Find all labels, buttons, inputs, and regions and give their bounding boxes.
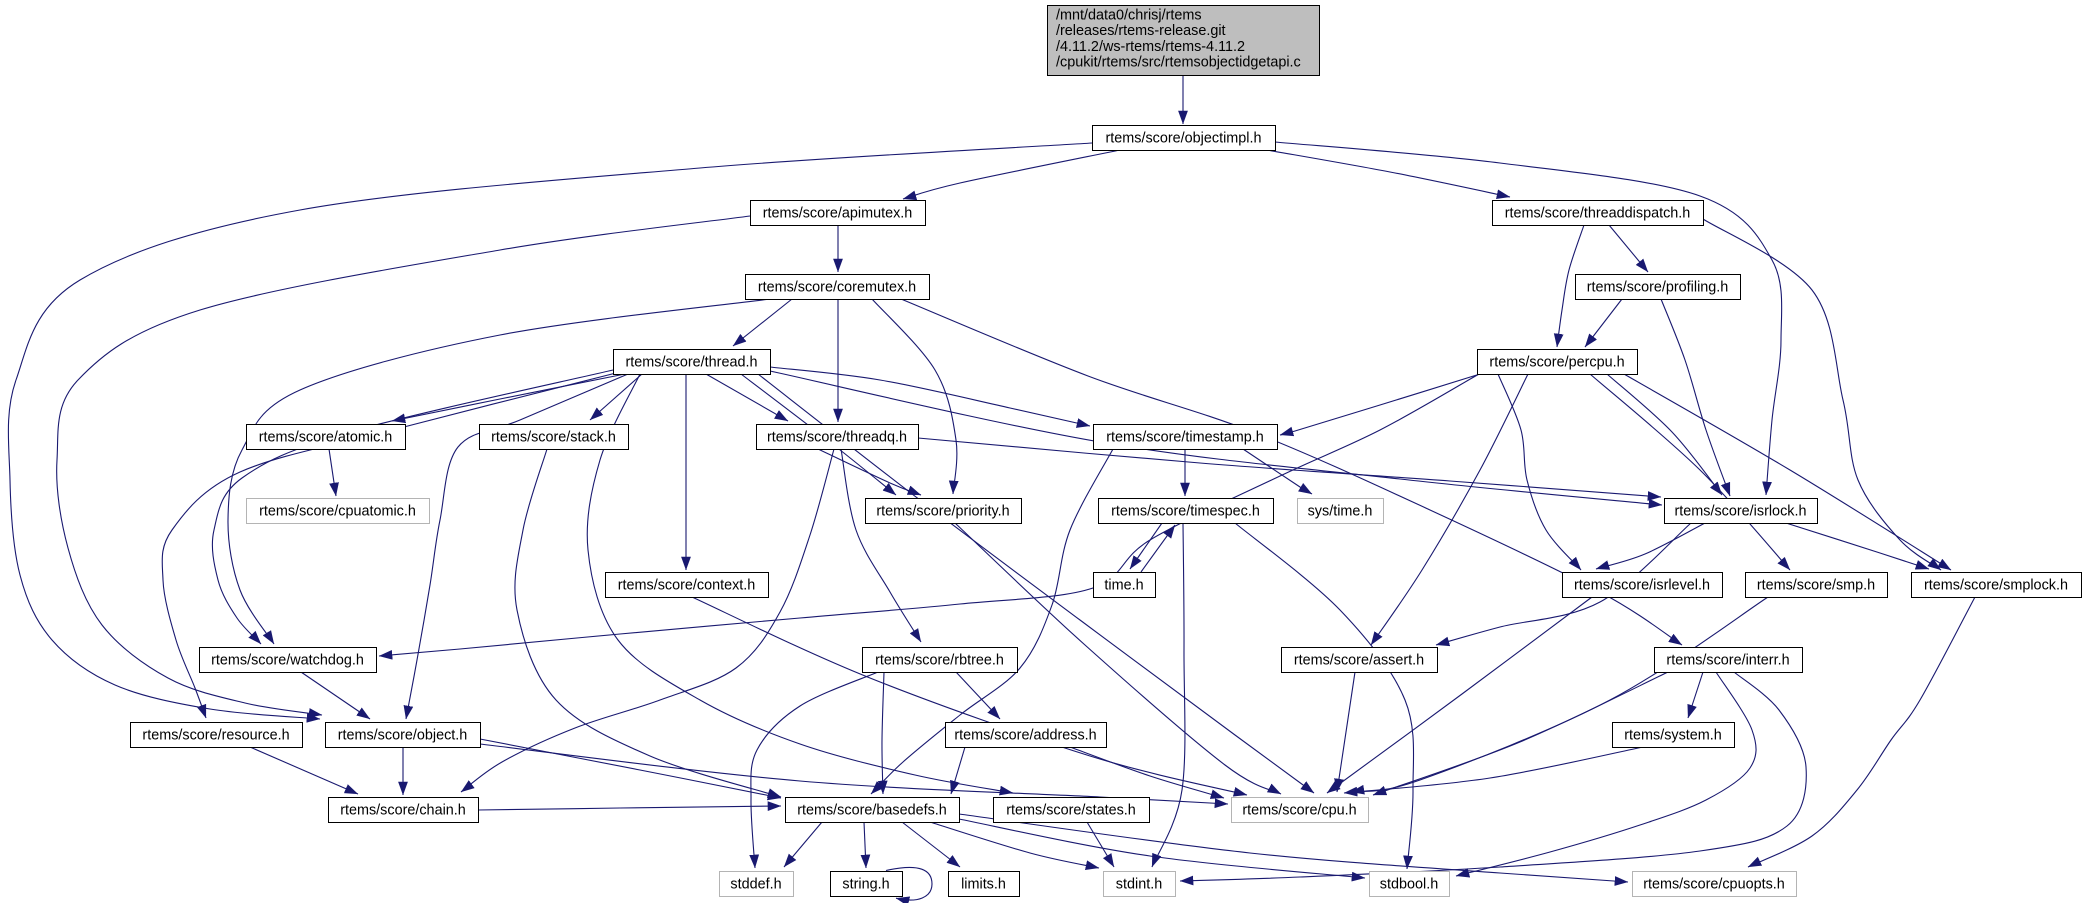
svg-text:rtems/score/profiling.h: rtems/score/profiling.h xyxy=(1587,280,1729,296)
svg-text:rtems/score/smplock.h: rtems/score/smplock.h xyxy=(1924,578,2068,594)
svg-text:rtems/score/address.h: rtems/score/address.h xyxy=(954,728,1096,744)
svg-text:rtems/score/percpu.h: rtems/score/percpu.h xyxy=(1489,355,1624,371)
svg-text:rtems/score/cpu.h: rtems/score/cpu.h xyxy=(1242,803,1356,819)
svg-text:rtems/score/object.h: rtems/score/object.h xyxy=(338,728,468,744)
svg-text:/releases/rtems-release.git: /releases/rtems-release.git xyxy=(1056,23,1226,39)
svg-text:/mnt/data0/chrisj/rtems: /mnt/data0/chrisj/rtems xyxy=(1056,8,1202,24)
svg-text:rtems/score/chain.h: rtems/score/chain.h xyxy=(340,803,466,819)
svg-text:rtems/score/coremutex.h: rtems/score/coremutex.h xyxy=(758,280,916,296)
svg-text:rtems/score/priority.h: rtems/score/priority.h xyxy=(876,504,1009,520)
svg-text:rtems/score/states.h: rtems/score/states.h xyxy=(1006,803,1136,819)
svg-text:stdint.h: stdint.h xyxy=(1116,877,1162,893)
svg-text:rtems/score/cpuopts.h: rtems/score/cpuopts.h xyxy=(1643,877,1785,893)
svg-text:rtems/score/thread.h: rtems/score/thread.h xyxy=(626,355,758,371)
svg-text:rtems/score/interr.h: rtems/score/interr.h xyxy=(1666,653,1789,669)
svg-text:limits.h: limits.h xyxy=(961,877,1006,893)
svg-text:rtems/score/smp.h: rtems/score/smp.h xyxy=(1757,578,1875,594)
svg-text:/4.11.2/ws-rtems/rtems-4.11.2: /4.11.2/ws-rtems/rtems-4.11.2 xyxy=(1056,39,1245,55)
svg-text:rtems/score/cpuatomic.h: rtems/score/cpuatomic.h xyxy=(259,504,416,520)
svg-text:rtems/score/isrlock.h: rtems/score/isrlock.h xyxy=(1675,504,1807,520)
svg-text:time.h: time.h xyxy=(1104,578,1143,594)
svg-text:sys/time.h: sys/time.h xyxy=(1308,504,1373,520)
svg-text:rtems/score/atomic.h: rtems/score/atomic.h xyxy=(259,430,393,446)
svg-text:rtems/score/timestamp.h: rtems/score/timestamp.h xyxy=(1106,430,1264,446)
svg-text:string.h: string.h xyxy=(842,877,889,893)
svg-text:/cpukit/rtems/src/rtemsobjecti: /cpukit/rtems/src/rtemsobjectidgetapi.c xyxy=(1056,55,1301,71)
svg-text:rtems/score/apimutex.h: rtems/score/apimutex.h xyxy=(763,206,913,222)
svg-text:rtems/score/threaddispatch.h: rtems/score/threaddispatch.h xyxy=(1505,206,1691,222)
svg-text:rtems/score/basedefs.h: rtems/score/basedefs.h xyxy=(797,803,947,819)
svg-text:stddef.h: stddef.h xyxy=(730,877,781,893)
svg-text:rtems/score/threadq.h: rtems/score/threadq.h xyxy=(767,430,907,446)
svg-text:rtems/score/context.h: rtems/score/context.h xyxy=(618,578,756,594)
svg-text:rtems/score/isrlevel.h: rtems/score/isrlevel.h xyxy=(1574,578,1710,594)
svg-text:rtems/score/timespec.h: rtems/score/timespec.h xyxy=(1111,504,1260,520)
svg-text:rtems/system.h: rtems/system.h xyxy=(1624,728,1722,744)
svg-text:stdbool.h: stdbool.h xyxy=(1380,877,1438,893)
svg-text:rtems/score/rbtree.h: rtems/score/rbtree.h xyxy=(875,653,1004,669)
svg-text:rtems/score/assert.h: rtems/score/assert.h xyxy=(1294,653,1424,669)
svg-text:rtems/score/resource.h: rtems/score/resource.h xyxy=(142,728,289,744)
svg-text:rtems/score/stack.h: rtems/score/stack.h xyxy=(491,430,616,446)
svg-text:rtems/score/objectimpl.h: rtems/score/objectimpl.h xyxy=(1106,131,1262,147)
svg-text:rtems/score/watchdog.h: rtems/score/watchdog.h xyxy=(211,653,364,669)
